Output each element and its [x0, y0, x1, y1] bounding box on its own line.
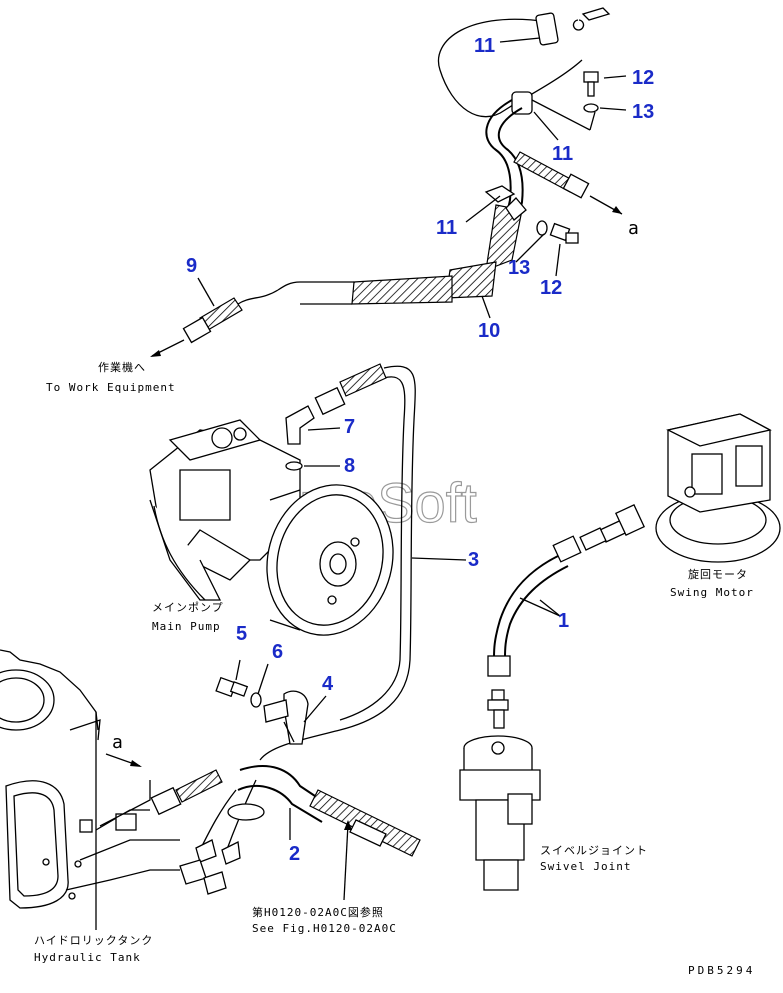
caption-see-fig-en: See Fig.H0120-02A0C	[252, 922, 397, 935]
callout-4: 4	[322, 673, 334, 695]
hose-3	[259, 363, 467, 761]
hydraulic-tank-drawing	[0, 649, 223, 930]
callout-6: 6	[272, 641, 283, 663]
caption-work-equipment-jp: 作業機へ	[98, 360, 146, 374]
caption-swivel-joint-jp: スイベルジョイント	[540, 844, 648, 857]
caption-swing-motor-en: Swing Motor	[670, 586, 754, 599]
swing-motor-drawing	[579, 413, 781, 563]
elbow-fitting	[285, 405, 341, 471]
caption-hydraulic-tank-jp: ハイドロリックタンク	[34, 934, 153, 947]
caption-swing-motor-jp: 旋回モータ	[688, 567, 748, 581]
callout-5: 5	[236, 623, 247, 645]
leader-lines	[197, 37, 627, 840]
callout-10: 10	[478, 320, 500, 342]
ref-a-left: a	[112, 732, 124, 753]
hose-1	[487, 535, 582, 729]
caption-swivel-joint-en: Swivel Joint	[540, 860, 631, 873]
callout-13-top: 13	[632, 101, 654, 123]
callout-7: 7	[344, 416, 355, 438]
callout-2: 2	[289, 843, 300, 865]
hose-2-assembly	[179, 765, 421, 901]
document-code: PDB5294	[688, 964, 755, 977]
captions: 作業機へ To Work Equipment メインポンプ Main Pump …	[34, 360, 755, 977]
caption-main-pump-jp: メインポンプ	[152, 601, 224, 614]
clamp-bolt-set	[215, 659, 327, 745]
callout-11-low: 11	[436, 217, 457, 239]
callout-11-top: 11	[474, 35, 495, 57]
caption-see-fig-jp: 第H0120-02A0C図参照	[252, 905, 384, 919]
callout-9: 9	[186, 255, 197, 277]
callout-1: 1	[558, 610, 569, 632]
caption-hydraulic-tank-en: Hydraulic Tank	[34, 951, 141, 964]
main-pump-drawing	[149, 419, 394, 636]
callout-12-low: 12	[540, 277, 562, 299]
swivel-joint-drawing	[459, 735, 541, 891]
callout-12-top: 12	[632, 67, 654, 89]
callout-3: 3	[468, 549, 479, 571]
callout-13-low: 13	[508, 257, 530, 279]
callout-8: 8	[344, 455, 355, 477]
callouts: 1 2 3 4 5 6 7 8 9 10 11 11 11 12 12 13 1…	[186, 35, 654, 865]
caption-work-equipment-en: To Work Equipment	[46, 381, 176, 394]
callout-11-mid: 11	[552, 143, 573, 165]
caption-main-pump-en: Main Pump	[152, 620, 221, 633]
top-hose-assembly	[150, 7, 623, 357]
ref-a-top: a	[628, 218, 640, 239]
